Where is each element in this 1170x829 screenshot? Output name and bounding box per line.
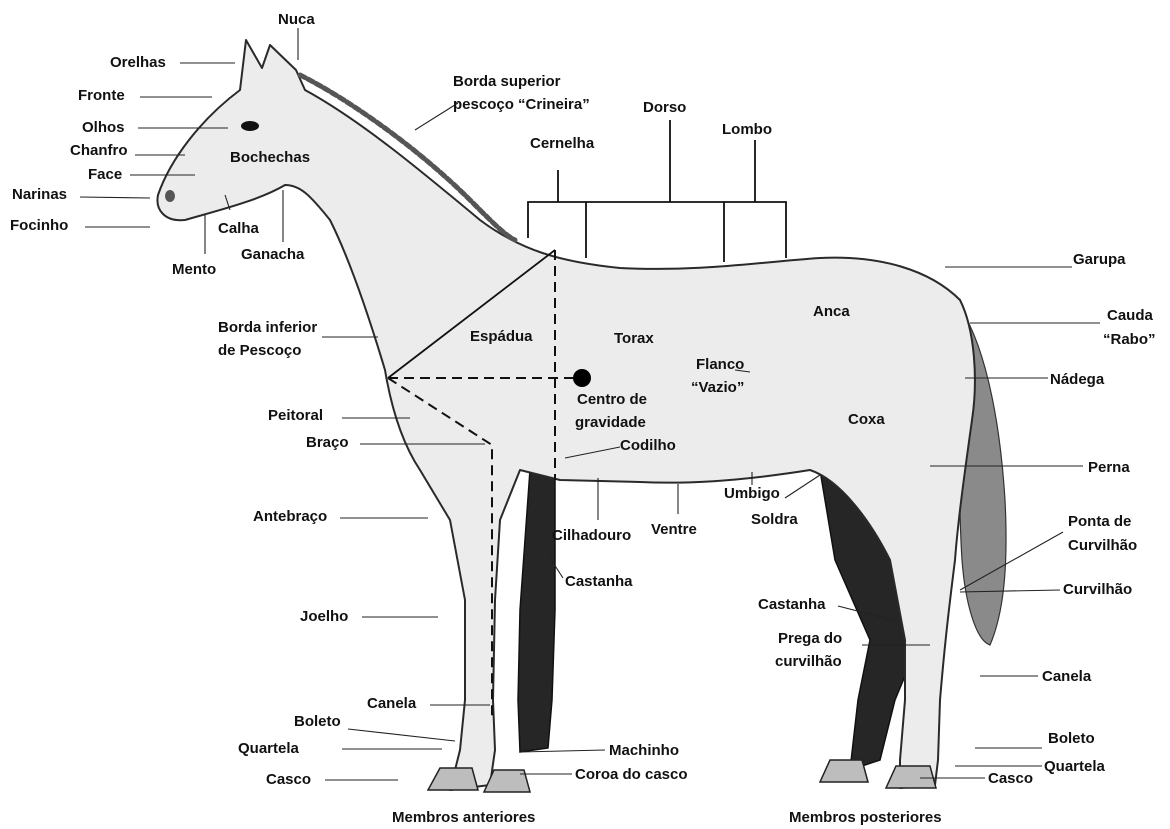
label-focinho: Focinho <box>10 217 68 234</box>
label-calha: Calha <box>218 220 260 237</box>
label-peitoral: Peitoral <box>268 407 323 424</box>
center-of-gravity-dot <box>573 369 591 387</box>
label-coxa: Coxa <box>848 411 885 428</box>
label-quartela-anterior: Quartela <box>238 740 300 757</box>
label-centro-1: Centro de <box>577 391 647 408</box>
label-flanco-1: Flanco <box>696 356 744 373</box>
label-cauda-2: “Rabo” <box>1103 331 1156 348</box>
label-borda-inferior-2: de Pescoço <box>218 342 301 359</box>
label-ventre: Ventre <box>651 521 697 538</box>
label-curvilhao: Curvilhão <box>1063 581 1132 598</box>
label-canela-posterior: Canela <box>1042 668 1092 685</box>
label-prega-2: curvilhão <box>775 653 842 670</box>
caption-membros-posteriores: Membros posteriores <box>789 809 942 826</box>
label-olhos: Olhos <box>82 119 125 136</box>
label-chanfro: Chanfro <box>70 142 128 159</box>
label-garupa: Garupa <box>1073 251 1126 268</box>
label-prega-1: Prega do <box>778 630 842 647</box>
label-boleto-anterior: Boleto <box>294 713 341 730</box>
eye-shape <box>241 121 259 131</box>
label-fronte: Fronte <box>78 87 125 104</box>
label-borda-superior-1: Borda superior <box>453 73 561 90</box>
label-bochechas: Bochechas <box>230 149 310 166</box>
label-borda-superior-2: pescoço “Crineira” <box>453 96 590 113</box>
label-nadega: Nádega <box>1050 371 1105 388</box>
label-castanha-anterior: Castanha <box>565 573 633 590</box>
nostril-shape <box>165 190 175 202</box>
label-joelho: Joelho <box>300 608 348 625</box>
label-perna: Perna <box>1088 459 1130 476</box>
label-espadua: Espádua <box>470 328 533 345</box>
front-near-hoof <box>428 768 478 790</box>
label-nuca: Nuca <box>278 11 315 28</box>
label-lombo: Lombo <box>722 121 772 138</box>
label-casco-posterior: Casco <box>988 770 1033 787</box>
label-boleto-posterior: Boleto <box>1048 730 1095 747</box>
label-antebraco: Antebraço <box>253 508 327 525</box>
label-codilho: Codilho <box>620 437 676 454</box>
label-coroa-do-casco: Coroa do casco <box>575 766 688 783</box>
label-torax: Torax <box>614 330 654 347</box>
label-cilhadouro: Cilhadouro <box>552 527 631 544</box>
label-machinho: Machinho <box>609 742 679 759</box>
label-canela-anterior: Canela <box>367 695 417 712</box>
label-orelhas: Orelhas <box>110 54 166 71</box>
label-ganacha: Ganacha <box>241 246 305 263</box>
label-quartela-posterior: Quartela <box>1044 758 1106 775</box>
hind-far-hoof <box>820 760 868 782</box>
label-ponta-curvilhao-2: Curvilhão <box>1068 537 1137 554</box>
label-centro-2: gravidade <box>575 414 646 431</box>
label-umbigo: Umbigo <box>724 485 780 502</box>
label-soldra: Soldra <box>751 511 798 528</box>
label-cauda-1: Cauda <box>1107 307 1154 324</box>
label-anca: Anca <box>813 303 850 320</box>
label-ponta-curvilhao-1: Ponta de <box>1068 513 1131 530</box>
label-face: Face <box>88 166 122 183</box>
label-mento: Mento <box>172 261 216 278</box>
label-dorso: Dorso <box>643 99 686 116</box>
label-cernelha: Cernelha <box>530 135 595 152</box>
label-flanco-2: “Vazio” <box>691 379 744 396</box>
label-braco: Braço <box>306 434 349 451</box>
label-casco-anterior: Casco <box>266 771 311 788</box>
hind-near-hoof <box>886 766 936 788</box>
label-castanha-posterior: Castanha <box>758 596 826 613</box>
far-front-leg <box>518 470 555 752</box>
label-narinas: Narinas <box>12 186 67 203</box>
caption-membros-anteriores: Membros anteriores <box>392 809 535 826</box>
label-borda-inferior-1: Borda inferior <box>218 319 317 336</box>
